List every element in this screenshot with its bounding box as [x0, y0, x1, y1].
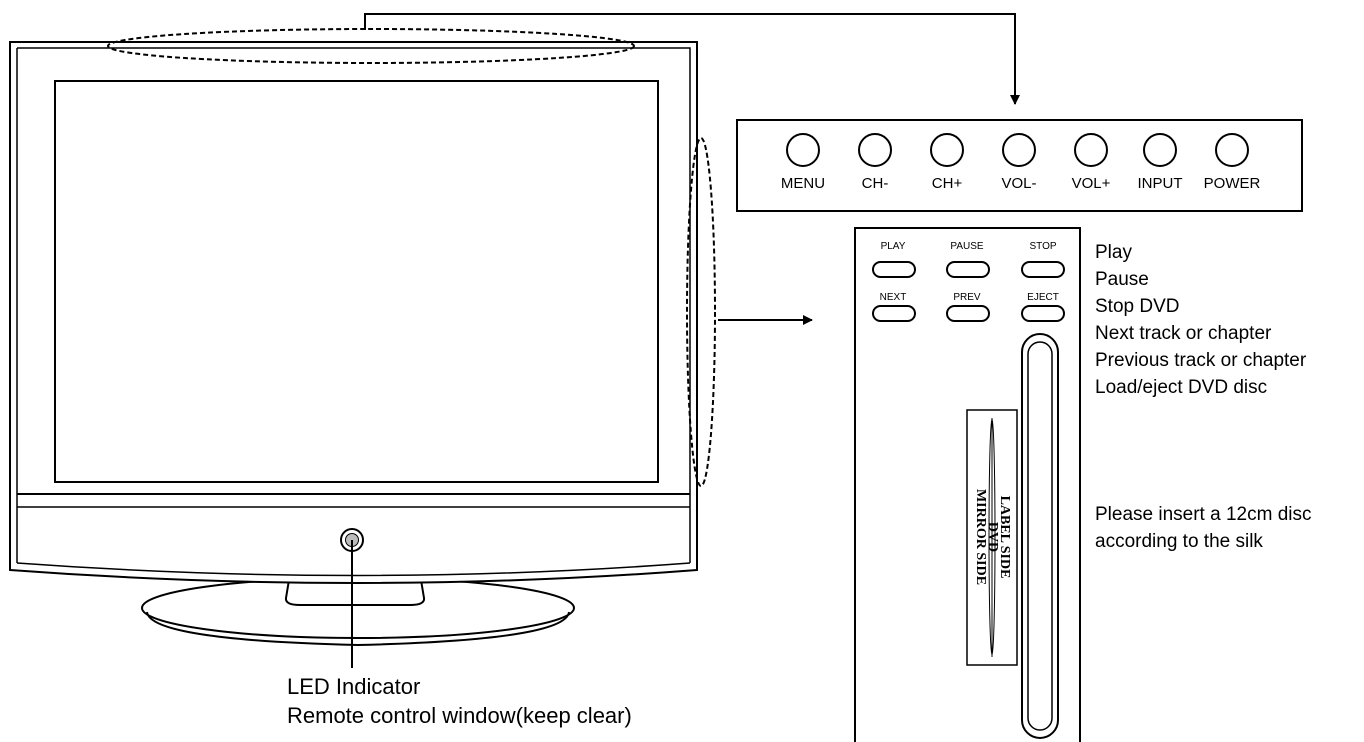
eject-button[interactable] — [1021, 305, 1065, 322]
side-controls-highlight — [686, 137, 716, 487]
stop-button-label: STOP — [1029, 241, 1056, 252]
dvd-text: DVD — [985, 522, 1000, 552]
description-play: Play — [1095, 242, 1132, 263]
pause-button[interactable] — [946, 261, 990, 278]
top-panel-connector-arrow — [364, 13, 1020, 105]
description-next: Next track or chapter — [1095, 323, 1272, 344]
mirror-side-text: MIRROR SIDE — [973, 489, 988, 585]
next-button-label: NEXT — [880, 292, 907, 303]
prev-button[interactable] — [946, 305, 990, 322]
description-prev: Previous track or chapter — [1095, 350, 1307, 371]
top-controls-highlight — [107, 28, 635, 64]
prev-button-label: PREV — [953, 292, 981, 303]
disc-note-line-2: according to the silk — [1095, 531, 1263, 552]
button-descriptions: Play Pause Stop DVD Next track or chapte… — [1095, 242, 1312, 552]
menu-button-label: MENU — [781, 175, 825, 192]
side-dvd-panel: PLAY PAUSE STOP NEXT PREV EJECT LABEL SI… — [854, 227, 1081, 742]
label-side-text: LABEL SIDE — [997, 496, 1012, 579]
vol-minus-button-label: VOL- — [1001, 175, 1036, 192]
description-eject: Load/eject DVD disc — [1095, 377, 1267, 398]
eject-button-label: EJECT — [1027, 292, 1059, 303]
ch-minus-button-label: CH- — [862, 175, 889, 192]
input-button[interactable] — [1143, 133, 1177, 167]
tv-stand — [141, 573, 575, 647]
ch-plus-button[interactable] — [930, 133, 964, 167]
power-button[interactable] — [1215, 133, 1249, 167]
disc-slot — [1021, 333, 1059, 739]
vol-plus-button-label: VOL+ — [1072, 175, 1111, 192]
top-control-panel: MENU CH- CH+ VOL- VOL+ INPUT POWER — [736, 119, 1303, 212]
tv-screen — [54, 80, 659, 483]
remote-window-caption: Remote control window(keep clear) — [287, 703, 632, 728]
vol-minus-button[interactable] — [1002, 133, 1036, 167]
led-indicator-caption: LED Indicator — [287, 674, 420, 699]
menu-button[interactable] — [786, 133, 820, 167]
stop-button[interactable] — [1021, 261, 1065, 278]
description-stop: Stop DVD — [1095, 296, 1179, 317]
disc-note-line-1: Please insert a 12cm disc — [1095, 504, 1312, 525]
next-button[interactable] — [872, 305, 916, 322]
vol-plus-button[interactable] — [1074, 133, 1108, 167]
play-button[interactable] — [872, 261, 916, 278]
ch-minus-button[interactable] — [858, 133, 892, 167]
pause-button-label: PAUSE — [950, 241, 983, 252]
power-button-label: POWER — [1204, 175, 1261, 192]
input-button-label: INPUT — [1138, 175, 1183, 192]
play-button-label: PLAY — [881, 241, 906, 252]
disc-silk-label: LABEL SIDE DVD MIRROR SIDE — [966, 409, 1018, 666]
tv-set — [9, 28, 716, 647]
ch-plus-button-label: CH+ — [932, 175, 963, 192]
description-pause: Pause — [1095, 269, 1149, 290]
